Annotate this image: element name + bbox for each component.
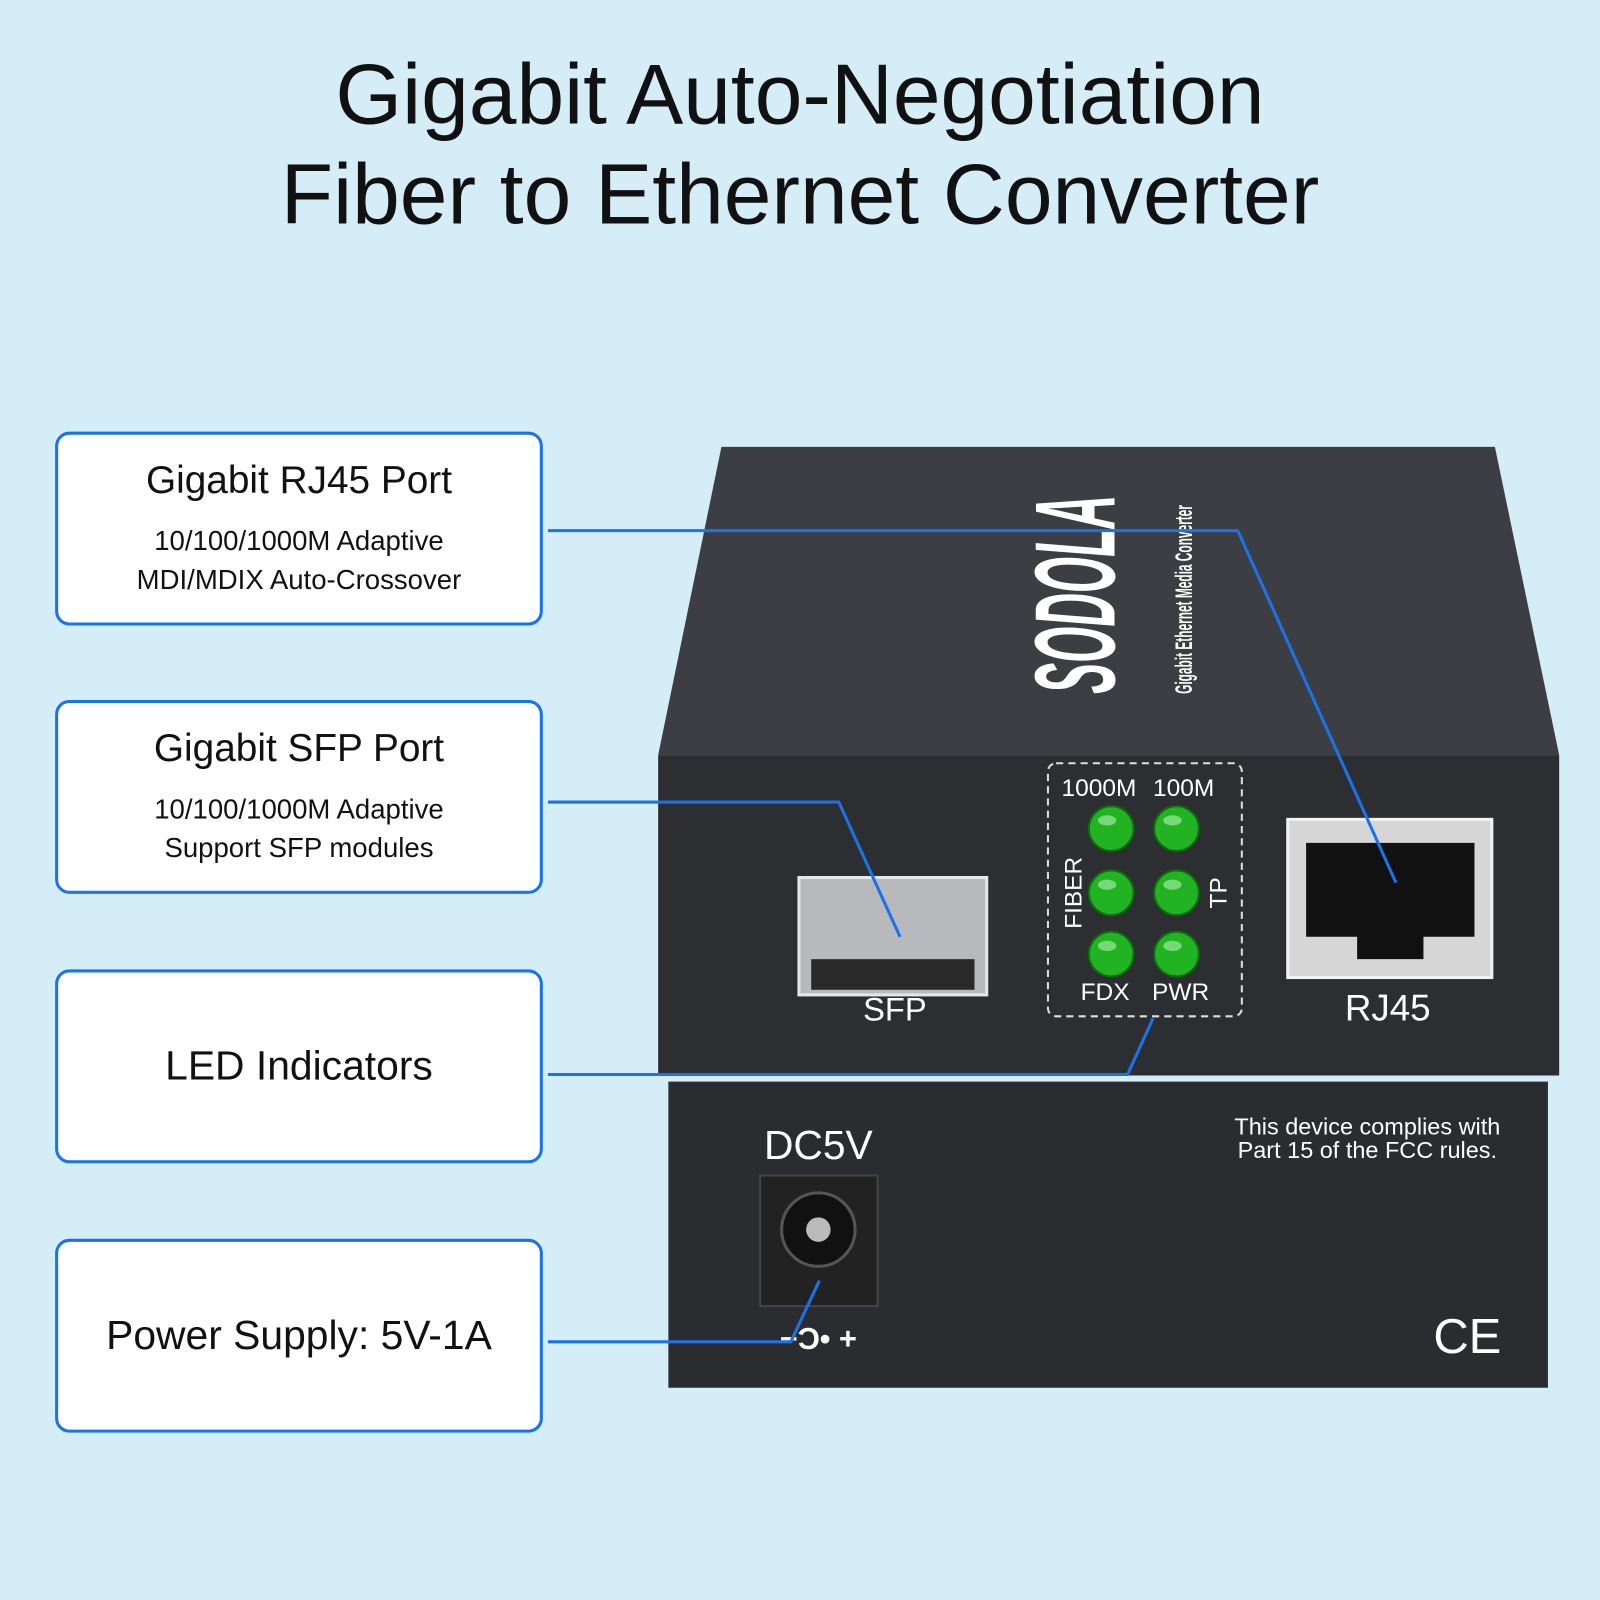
fcc-line-1: This device complies with [1234,1114,1500,1140]
led-label-fiber: FIBER [1061,857,1088,929]
led-label-fdx: FDX [1081,979,1130,1006]
title-line-2: Fiber to Ethernet Converter [280,145,1320,242]
ce-mark: CE [1433,1310,1501,1364]
title-line-1: Gigabit Auto-Negotiation [335,45,1265,142]
callout-led-indicators: LED Indicators [55,969,543,1164]
led-label-pwr: PWR [1152,979,1209,1006]
led-indicator [1087,805,1135,853]
led-indicator [1153,930,1200,978]
callout-heading: Gigabit SFP Port [153,727,445,770]
callout-power-supply: Power Supply: 5V-1A [55,1238,543,1433]
led-indicator [1087,930,1135,978]
rj45-label: RJ45 [1345,987,1431,1028]
led-indicator [1087,869,1135,917]
callout-text: 10/100/1000M Adaptive [154,524,444,556]
leader-line-rj45 [547,529,1398,884]
callout-heading: Power Supply: 5V-1A [106,1312,492,1358]
led-indicator [1153,805,1200,853]
device-top [658,446,1560,756]
callout-heading: LED Indicators [165,1043,433,1089]
callout-heading: Gigabit RJ45 Port [145,458,452,502]
fcc-line-2: Part 15 of the FCC rules. [1238,1137,1497,1163]
callout-sfp-port: Gigabit SFP Port 10/100/1000M Adaptive S… [55,699,543,894]
callout-text: Support SFP modules [164,832,434,863]
leader-line-power [547,1279,821,1344]
leader-line-led [547,1017,1155,1077]
device-subtitle: Gigabit Ethernet Media Converter [1171,505,1198,694]
led-label-100m: 100M [1153,775,1214,802]
callout-rj45-port: Gigabit RJ45 Port 10/100/1000M Adaptive … [55,431,543,626]
callout-text: 10/100/1000M Adaptive [154,793,444,824]
led-label-1000m: 1000M [1062,775,1137,802]
callout-text: MDI/MDIX Auto-Crossover [136,563,462,595]
led-label-tp: TP [1206,877,1233,908]
brand-logo: SODOLA [1012,495,1139,694]
sfp-label: SFP [863,990,926,1027]
leader-line-sfp [547,800,902,938]
led-indicator [1153,869,1200,917]
dc-label: DC5V [764,1122,874,1168]
led-panel [1046,762,1243,1018]
